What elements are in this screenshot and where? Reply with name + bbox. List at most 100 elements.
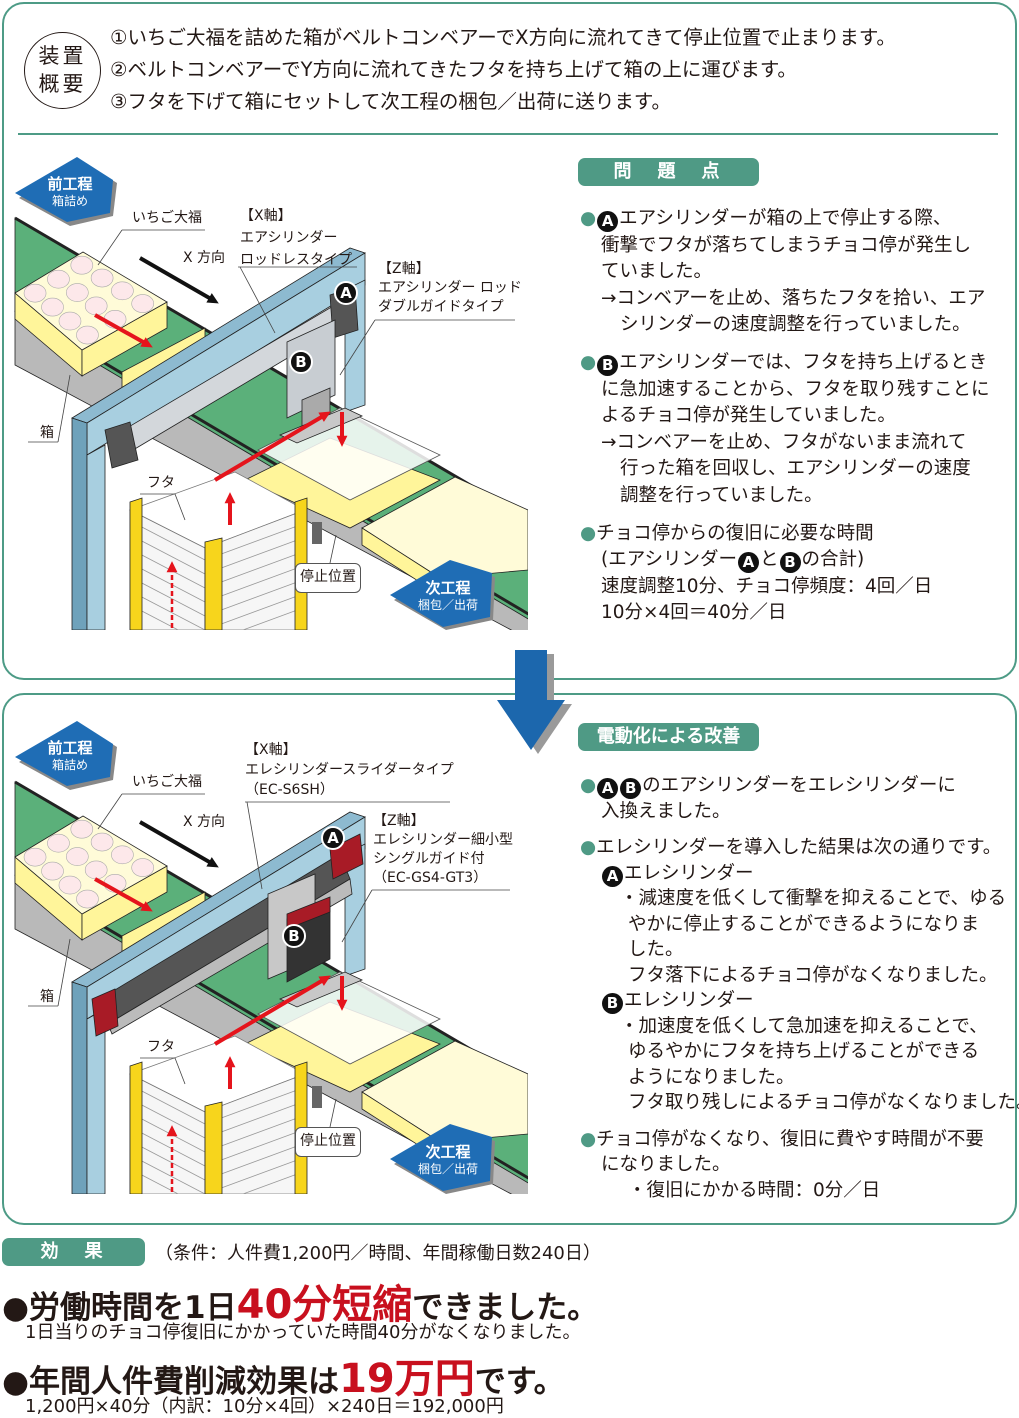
x-direction-arrow-head [206,857,219,868]
label-stop-position: 停止位置 [295,1127,361,1157]
prev-process-title: 前工程 [47,175,93,193]
effect-condition: （条件：人件費1,200円／時間、年間稼働日数240日） [155,1243,601,1264]
result1-post: できました。 [412,1290,599,1326]
lid-line [241,1172,301,1194]
lid-line [241,608,301,630]
text-line: ・減速度を低くして衝撃を抑えることで、ゆる [580,886,1019,912]
text-line: ようになりました。 [580,1065,1019,1091]
diagram-after: 前工程箱詰め 次工程梱包／出荷 いちご大福 X 方向 箱 フタ 停止位置 【X軸… [0,714,560,1194]
text: ・減速度を低くして衝撃を抑えることで、ゆる [620,888,1007,909]
text-line: になりました。 [580,1152,1019,1178]
leader-line [239,266,276,334]
daifuku-icon [131,858,154,877]
effect-result-2: ●年間人件費削減効果は19万円です。 [2,1346,565,1404]
lid-line [137,1158,206,1194]
label-stop-position: 停止位置 [295,563,361,593]
daifuku-icon [47,269,70,289]
text-line: 10分×4回＝40分／日 [580,600,990,627]
text: エレシリンダー [624,990,754,1011]
prev-process-badge: 前工程箱詰め [30,740,110,774]
x-direction-arrow-head [206,293,219,304]
text-line: 調整を行っていました。 [580,483,990,510]
x-axis-line: エレシリンダースライダータイプ [245,762,454,778]
text: に急加速することから、フタを取り残すことに [601,378,990,400]
text: した。 [628,939,684,960]
text-line: した。 [580,937,1019,963]
leader-line [339,319,376,376]
daifuku-icon [84,296,108,316]
result2-highlight: 19万円 [339,1356,475,1402]
z-axis-line: シングルガイド付 [373,851,485,867]
leader-line [341,889,373,943]
result1-highlight: 40分短縮 [236,1282,413,1328]
lid-lift-arrow-head [224,492,236,504]
text: よるチョコ停が発生していました。 [601,405,896,427]
text: エレシリンダー [624,862,754,884]
label-daifuku: いちご大福 [132,210,202,226]
leader-line [174,493,186,521]
daifuku-icon [58,311,82,331]
improvement-heading: 電動化による改善 [578,723,759,751]
daifuku-icon [66,847,89,866]
overview-badge-line1: 装置 [38,44,87,68]
text-line: 衝撃でフタが落ちてしまうチョコ停が発生し [580,233,990,260]
text: エアシリンダーが箱の上で停止する際、 [619,208,952,229]
label-x-direction: X 方向 [183,250,226,266]
next-process-badge: 次工程梱包／出荷 [408,580,488,614]
leader-line [174,1057,186,1085]
z-axis-line: エアシリンダー ロッド [378,280,522,296]
x-axis-title: 【X軸】 [245,742,297,758]
x-axis-line: （EC-S6SH） [245,782,334,798]
label-z-axis: 【Z軸】 エアシリンダー ロッド ダブルガイドタイプ [378,260,522,317]
label-x-axis: 【X軸】 エアシリンダー ロッドレスタイプ [240,205,352,271]
step-3: ③フタを下げて箱にセットして次工程の梱包／出荷に送ります。 [110,90,671,113]
text-line: シリンダーの速度調整を行っていました。 [580,312,990,339]
box-flow-arrow [94,877,148,910]
text: やかに停止することができるようになりま [628,913,980,935]
text-line: よるチョコ停が発生していました。 [580,403,990,430]
marker-b-icon: B [620,778,642,799]
text: フタ落下によるチョコ停がなくなりました。 [628,964,998,986]
daifuku-icon [111,845,134,865]
daifuku-icon [23,847,47,867]
effect-result-1-detail: 1日当りのチョコ停復旧にかかっていた時間40分がなくなりました。 [25,1322,581,1343]
bullet-icon: ● [580,351,597,373]
frame-post-side [71,417,88,630]
marker-b-icon: B [602,993,623,1014]
z-axis-title: 【Z軸】 [378,261,430,277]
daifuku-icon [131,294,154,313]
daifuku-icon [111,281,134,301]
text: エレシリンダーを導入した結果は次の通りです。 [596,837,1002,858]
frame-post-side [71,981,88,1194]
text-paragraph: ●チョコ停がなくなり、復旧に費やす時間が不要になりました。・復旧にかかる時間：0… [580,1127,1019,1204]
daifuku-icon [90,268,114,288]
daifuku-icon [41,861,64,881]
text: (エアシリンダー [601,549,737,571]
text-line: 行った箱を回収し、エアシリンダーの速度 [580,456,990,483]
z-axis-line: （EC-GS4-GT3） [373,870,488,886]
overview-problem-panel [2,2,1017,680]
label-daifuku: いちご大福 [132,774,202,790]
text: →コンベアーを止め、フタがないまま流れて [601,431,967,453]
leader-line [329,1098,337,1128]
lid-stack-arrow-head [166,561,178,573]
stop-sensor [312,1086,322,1108]
text: 行った箱を回収し、エアシリンダーの速度 [620,458,971,480]
text: フタ取り残しによるチョコ停がなくなりました。 [628,1092,1019,1113]
lid-transfer-arrow-head [318,411,331,422]
effect-result-2-detail: 1,200円×40分（内訳：10分×4回）×240日＝192,000円 [25,1396,504,1417]
leader-line [97,793,123,830]
next-process-title: 次工程 [425,1143,471,1161]
daifuku-icon [58,875,82,895]
text: になりました。 [601,1154,731,1175]
down-arrow-icon [497,650,572,754]
text-line: ●チョコ停からの復旧に必要な時間 [580,521,990,548]
leader-line [57,374,71,443]
z-axis-title: 【Z軸】 [373,813,425,829]
text: チョコ停からの復旧に必要な時間 [596,522,874,544]
next-process-badge-shape [390,560,492,627]
